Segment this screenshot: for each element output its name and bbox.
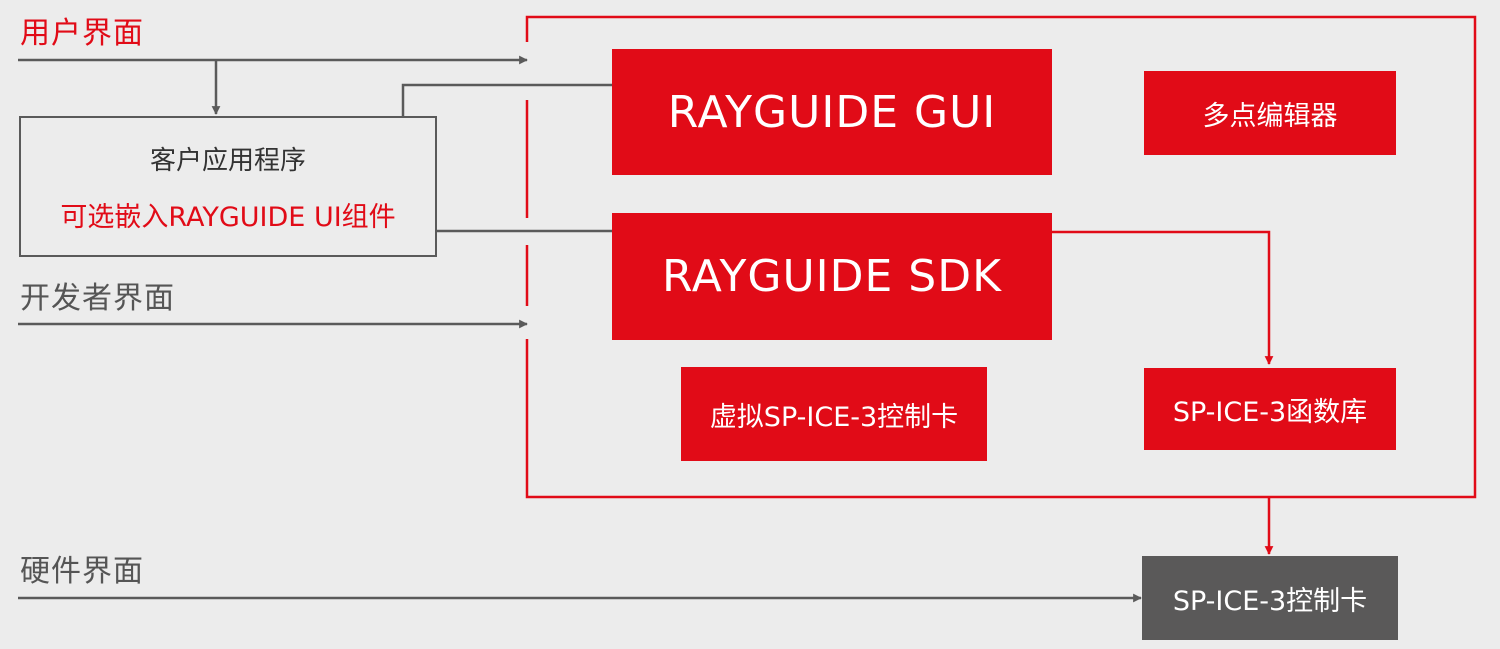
rayguide-sdk-box: RAYGUIDE SDK [612,213,1052,340]
rayguide-gui-box: RAYGUIDE GUI [612,49,1052,175]
client-application-title: 客户应用程序 [149,145,306,176]
user-interface-label: 用户界面 [20,16,144,51]
function-library-box: SP-ICE-3函数库 [1144,368,1396,450]
client-application-subtitle: 可选嵌入RAYGUIDE UI组件 [60,201,396,233]
client-application-box: 客户应用程序 可选嵌入RAYGUIDE UI组件 [19,116,437,257]
virtual-control-card-box: 虚拟SP-ICE-3控制卡 [681,367,987,461]
hardware-control-card-box: SP-ICE-3控制卡 [1142,556,1398,640]
rayguide-frame-outline [525,15,1477,499]
multipoint-editor-box: 多点编辑器 [1144,71,1396,155]
hardware-interface-label: 硬件界面 [20,554,144,589]
developer-interface-label: 开发者界面 [20,281,175,316]
sdk-to-library-arrow [1052,230,1274,365]
